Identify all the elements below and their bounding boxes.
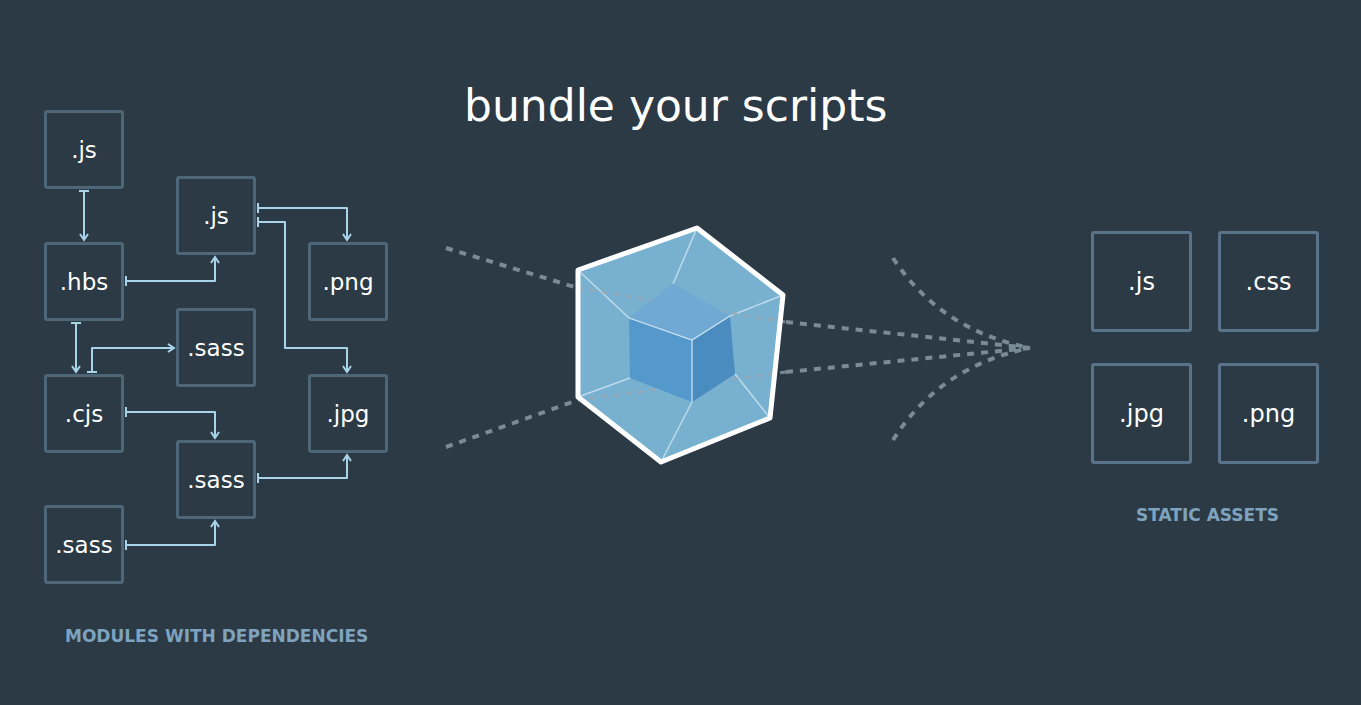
module-box: .js bbox=[44, 110, 124, 189]
dependency-arrow bbox=[126, 412, 215, 438]
node-label: .js bbox=[1128, 268, 1155, 296]
dependency-arrow bbox=[83, 191, 85, 240]
dependency-arrow bbox=[75, 323, 77, 372]
node-label: .png bbox=[322, 269, 373, 295]
node-label: .sass bbox=[187, 335, 244, 361]
node-label: .js bbox=[71, 137, 97, 163]
section-caption: STATIC ASSETS bbox=[1136, 505, 1279, 525]
module-box: .png bbox=[308, 242, 388, 321]
node-label: .hbs bbox=[60, 269, 108, 295]
module-box: .js bbox=[176, 176, 256, 255]
node-label: .jpg bbox=[327, 401, 370, 427]
module-box: .hbs bbox=[44, 242, 124, 321]
node-label: .sass bbox=[187, 467, 244, 493]
asset-box: .jpg bbox=[1091, 363, 1192, 464]
asset-box: .png bbox=[1218, 363, 1319, 464]
section-caption: MODULES WITH DEPENDENCIES bbox=[65, 626, 368, 646]
node-label: .js bbox=[203, 203, 229, 229]
dependency-arrow bbox=[126, 257, 215, 281]
dependency-arrow bbox=[126, 521, 215, 545]
node-label: .sass bbox=[55, 532, 112, 558]
node-label: .jpg bbox=[1119, 400, 1164, 428]
dependency-arrow bbox=[258, 455, 347, 478]
dependency-arrow bbox=[258, 208, 347, 240]
dependency-arrow bbox=[92, 348, 174, 372]
node-label: .css bbox=[1246, 268, 1292, 296]
node-label: .cjs bbox=[65, 401, 103, 427]
module-box: .cjs bbox=[44, 374, 124, 453]
diagram-title: bundle your scripts bbox=[464, 80, 887, 131]
module-box: .sass bbox=[176, 308, 256, 387]
module-box: .sass bbox=[176, 440, 256, 519]
module-box: .sass bbox=[44, 505, 124, 584]
asset-box: .js bbox=[1091, 231, 1192, 332]
bundler-cube bbox=[578, 228, 786, 462]
module-box: .jpg bbox=[308, 374, 388, 453]
node-label: .png bbox=[1242, 400, 1295, 428]
asset-box: .css bbox=[1218, 231, 1319, 332]
